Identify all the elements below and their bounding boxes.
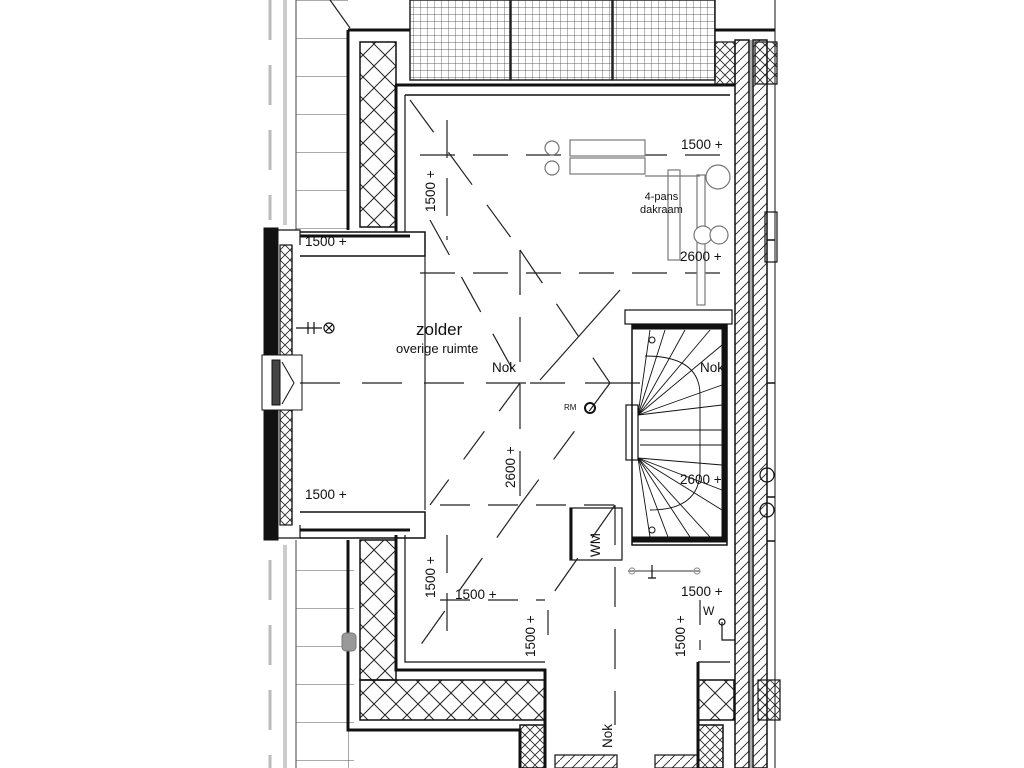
ridge-label-left: Nok	[492, 360, 517, 375]
dimension-label: 1500 +	[305, 487, 347, 502]
dimension-label: 1500 +	[681, 137, 723, 152]
ridge-label-bottom: Nok	[600, 723, 615, 748]
washing-machine-label: WM	[588, 533, 603, 557]
fixtures	[296, 211, 778, 641]
roof-window-label-line2: dakraam	[640, 204, 683, 216]
dimension-label: 2600 +	[503, 446, 518, 488]
party-wall-right	[734, 0, 776, 768]
outer-walls	[346, 28, 781, 768]
roof-ridge-lines	[300, 99, 730, 725]
washing-machine	[569, 507, 623, 561]
dimension-label: 1500 +	[423, 556, 438, 598]
dimension-label: 1500 +	[423, 170, 438, 212]
room-subtitle: overige ruimte	[396, 341, 479, 356]
roof-vent-icon	[341, 632, 357, 652]
roof-window-label-line1: 4-pans	[644, 191, 679, 203]
room-name: zolder	[416, 320, 463, 339]
smoke-detector-label: RM	[564, 403, 577, 412]
ventilation-unit	[544, 139, 731, 306]
roof-tiles-left	[268, 0, 354, 768]
roof-window-label: 4-pans dakraam	[640, 191, 683, 217]
ridge-label-stair: Nok	[700, 360, 725, 375]
dimension-label: 2600 +	[680, 472, 722, 487]
water-tap-label: W	[703, 604, 715, 618]
dormer-left	[261, 227, 426, 541]
dimension-label: 1500 +	[455, 587, 497, 602]
dimension-label: 1500 +	[681, 584, 723, 599]
dimension-label: 1500 +	[523, 615, 538, 657]
staircase	[624, 309, 733, 546]
dimension-label: 2600 +	[680, 249, 722, 264]
dimension-label: 1500 +	[305, 234, 347, 249]
solar-panels	[409, 0, 716, 81]
dimension-label: 1500 +	[673, 615, 688, 657]
